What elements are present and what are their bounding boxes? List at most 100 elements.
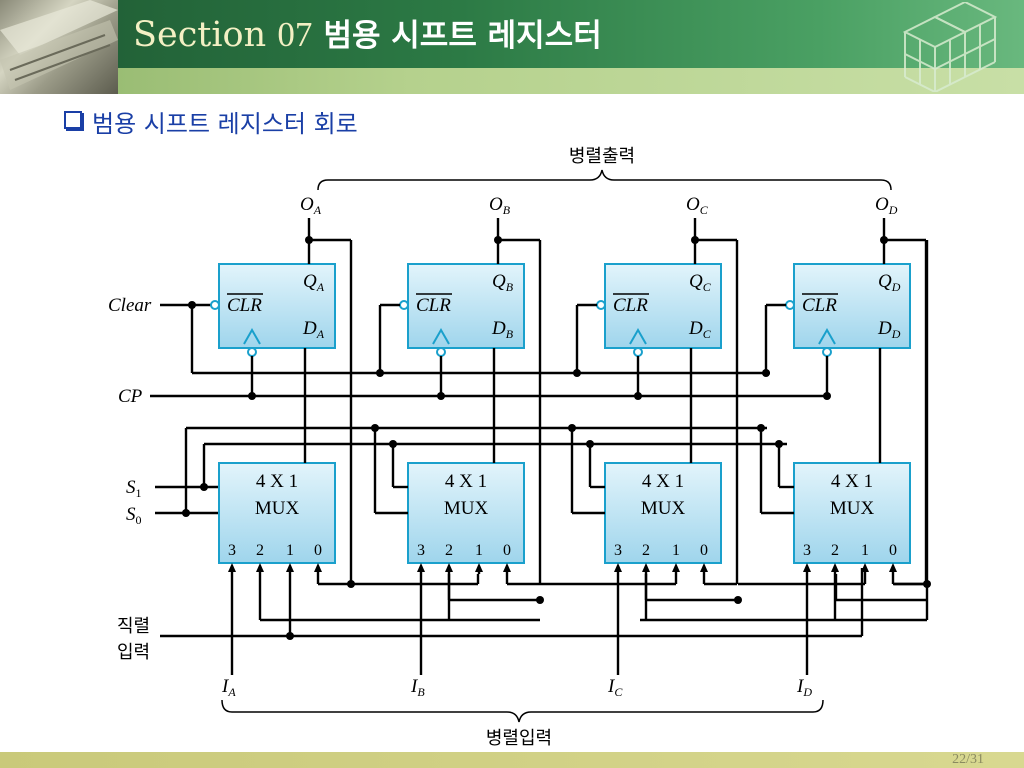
junction xyxy=(437,392,445,400)
s0-label: S0 xyxy=(126,504,142,527)
clock-triangle-icon xyxy=(629,327,647,345)
mux-line2: MUX xyxy=(830,498,875,519)
clock-triangle-icon xyxy=(818,327,836,345)
mux-line1: 4 X 1 xyxy=(445,471,487,492)
mux-line2: MUX xyxy=(641,498,686,519)
mux-block xyxy=(793,462,911,564)
header-strip xyxy=(0,68,1024,94)
d-label: DB xyxy=(491,318,514,341)
mux-input-2: 2 xyxy=(642,542,650,559)
input-label: ID xyxy=(796,676,812,699)
input-label: IB xyxy=(410,676,425,699)
arrow-up-icon xyxy=(445,563,453,572)
clear-label: Clear xyxy=(108,295,152,316)
title-section: Section xyxy=(133,15,267,55)
mux-input-3: 3 xyxy=(417,542,425,559)
mux-input-3: 3 xyxy=(614,542,622,559)
junction xyxy=(762,369,770,377)
input-label: IC xyxy=(607,676,623,699)
junction xyxy=(305,236,313,244)
mux-input-1: 1 xyxy=(672,542,680,559)
junction xyxy=(775,440,783,448)
section-subtitle: 범용 시프트 레지스터 회로 xyxy=(64,104,358,139)
clr-bubble xyxy=(399,300,409,310)
cube-logo-icon xyxy=(902,2,998,92)
output-brace xyxy=(317,169,892,191)
arrow-up-icon xyxy=(642,563,650,572)
page-title: Section 07 범용 시프트 레지스터 xyxy=(133,10,602,55)
s1-label: S1 xyxy=(126,477,142,500)
clock-bubble xyxy=(247,347,257,357)
serial-input-label-2: 입력 xyxy=(117,642,150,663)
junction xyxy=(376,369,384,377)
checkbox-bullet-icon xyxy=(64,111,82,129)
arrow-up-icon xyxy=(831,563,839,572)
arrow-up-icon xyxy=(614,563,622,572)
d-label: DD xyxy=(877,318,901,341)
title-korean: 범용 시프트 레지스터 xyxy=(323,18,602,54)
d-label: DA xyxy=(302,318,325,341)
mux-block xyxy=(218,462,336,564)
header-photo xyxy=(0,0,118,94)
q-label: QA xyxy=(303,271,325,294)
arrow-up-icon xyxy=(503,563,511,572)
cp-label: CP xyxy=(118,386,143,407)
mux-input-0: 0 xyxy=(889,542,897,559)
arrow-up-icon xyxy=(803,563,811,572)
mux-line2: MUX xyxy=(255,498,300,519)
junction xyxy=(734,596,742,604)
arrow-up-icon xyxy=(314,563,322,572)
input-label: IA xyxy=(221,676,236,699)
flip-flop xyxy=(218,263,336,349)
mux-input-3: 3 xyxy=(803,542,811,559)
junction xyxy=(573,369,581,377)
clock-bubble xyxy=(822,347,832,357)
arrow-up-icon xyxy=(228,563,236,572)
mux-input-1: 1 xyxy=(286,542,294,559)
arrow-up-icon xyxy=(417,563,425,572)
clock-triangle-icon xyxy=(432,327,450,345)
d-label: DC xyxy=(688,318,712,341)
mux-input-0: 0 xyxy=(314,542,322,559)
keyboard-photo-icon xyxy=(0,0,118,90)
junction xyxy=(691,236,699,244)
clr-bubble xyxy=(210,300,220,310)
mux-input-0: 0 xyxy=(503,542,511,559)
arrow-up-icon xyxy=(889,563,897,572)
junction xyxy=(371,424,379,432)
input-brace xyxy=(221,699,824,723)
q-label: QB xyxy=(492,271,514,294)
title-number: 07 xyxy=(277,15,313,54)
junction xyxy=(586,440,594,448)
page-number: 22/31 xyxy=(952,752,984,767)
junction xyxy=(757,424,765,432)
junction xyxy=(389,440,397,448)
q-label: QC xyxy=(689,271,712,294)
mux-input-0: 0 xyxy=(700,542,708,559)
parallel-input-label: 병렬입력 xyxy=(486,728,552,749)
junction xyxy=(880,236,888,244)
mux-line1: 4 X 1 xyxy=(256,471,298,492)
footer-bar xyxy=(0,752,1024,768)
output-label: OC xyxy=(686,194,709,217)
header-bar xyxy=(0,0,1024,68)
clr-bubble xyxy=(596,300,606,310)
arrow-up-icon xyxy=(672,563,680,572)
junction xyxy=(248,392,256,400)
clock-bubble xyxy=(436,347,446,357)
arrow-up-icon xyxy=(700,563,708,572)
arrow-up-icon xyxy=(286,563,294,572)
mux-input-2: 2 xyxy=(831,542,839,559)
mux-input-3: 3 xyxy=(228,542,236,559)
clr-bubble xyxy=(785,300,795,310)
flip-flop xyxy=(407,263,525,349)
output-label: OD xyxy=(875,194,898,217)
q-label: QD xyxy=(878,271,901,294)
junction xyxy=(494,236,502,244)
junction xyxy=(823,392,831,400)
